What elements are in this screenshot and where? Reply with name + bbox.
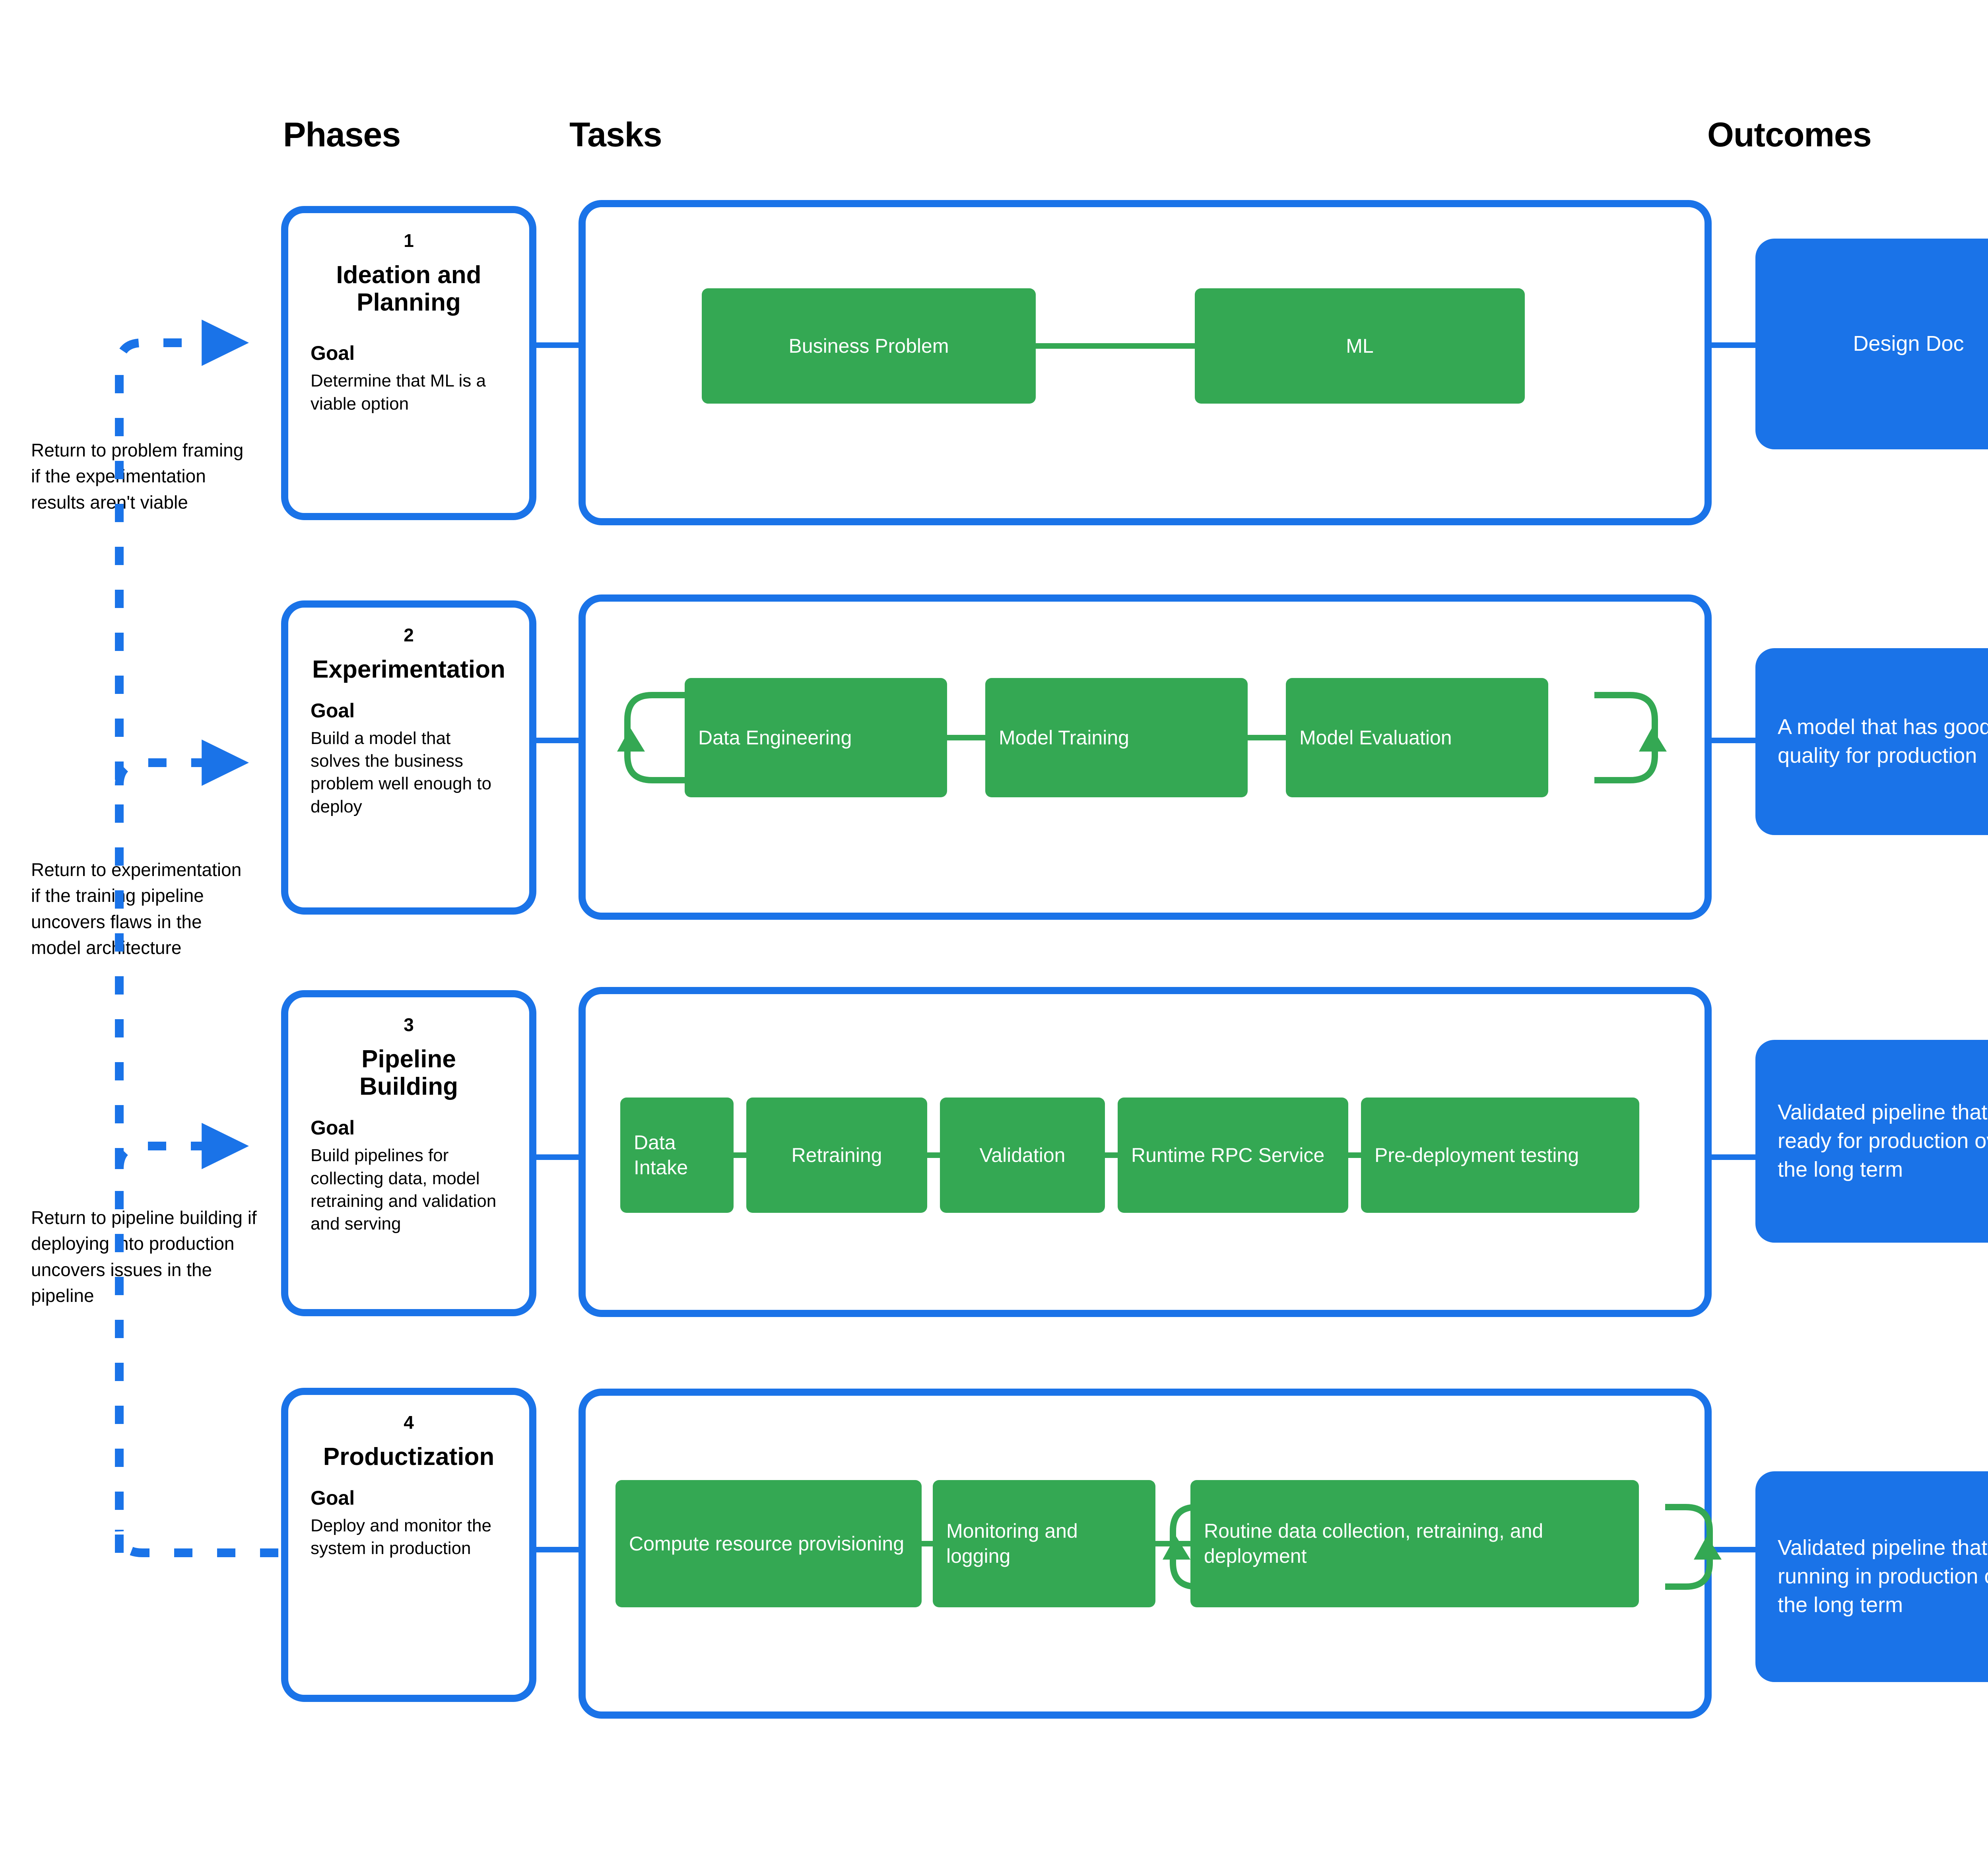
tasks-row-2: Data Engineering Model Training Model Ev…	[685, 678, 1599, 797]
goal-text-2: Build a model that solves the business p…	[311, 728, 491, 816]
goal-text-1: Determine that ML is a viable option	[311, 371, 486, 414]
tasks-row-4: Compute resource provisioning Monitoring…	[615, 1480, 1685, 1607]
return-note-problem-framing: Return to problem framing if the experim…	[31, 440, 244, 513]
task-chip-model-training[interactable]: Model Training	[985, 678, 1248, 797]
goal-text-4: Deploy and monitor the system in product…	[311, 1516, 491, 1558]
task-chip-data-intake[interactable]: Data Intake	[620, 1098, 734, 1213]
feedback-arrow-to-phase3	[115, 1123, 249, 1169]
task-chip-pre-deployment-testing[interactable]: Pre-deployment testing	[1361, 1098, 1639, 1213]
outcome-box-3[interactable]: Validated pipeline that's ready for prod…	[1755, 1040, 1988, 1243]
phase-title-3: Pipeline Building	[359, 1045, 458, 1101]
task-chip-ml[interactable]: ML	[1195, 288, 1525, 404]
return-note-pipeline-building: Return to pipeline building if deploying…	[31, 1207, 257, 1306]
phase-title-2: Experimentation	[312, 655, 505, 683]
outcome-box-1[interactable]: Design Doc	[1755, 239, 1988, 449]
return-note-experimentation: Return to experimentation if the trainin…	[31, 859, 242, 958]
task-chip-compute-resource-provisioning[interactable]: Compute resource provisioning	[615, 1480, 922, 1607]
phase-card-2[interactable]: 2 Experimentation Goal Build a model tha…	[281, 600, 536, 915]
connector-tasks2-outcome	[1712, 738, 1755, 743]
phase-number-4: 4	[404, 1412, 414, 1433]
tasks-row-1: Business Problem ML	[702, 288, 1545, 404]
connector-phase1-tasks	[536, 342, 580, 348]
phase-card-4[interactable]: 4 Productization Goal Deploy and monitor…	[281, 1388, 536, 1702]
column-header-tasks: Tasks	[569, 116, 662, 154]
task-chip-runtime-rpc-service[interactable]: Runtime RPC Service	[1118, 1098, 1348, 1213]
task-chip-business-problem[interactable]: Business Problem	[702, 288, 1036, 404]
goal-text-3: Build pipelines for collecting data, mod…	[311, 1146, 497, 1234]
phase-title-4: Productization	[323, 1443, 495, 1471]
phase-number-1: 1	[404, 230, 414, 251]
phase-card-1[interactable]: 1 Ideation and Planning Goal Determine t…	[281, 206, 536, 520]
task-chip-monitoring-and-logging[interactable]: Monitoring and logging	[933, 1480, 1155, 1607]
column-header-outcomes: Outcomes	[1707, 116, 1872, 154]
phase-number-3: 3	[404, 1014, 414, 1035]
task-chip-data-engineering[interactable]: Data Engineering	[685, 678, 947, 797]
tasks-row-3: Data Intake Retraining Validation Runtim…	[620, 1098, 1702, 1213]
phase-number-2: 2	[404, 625, 414, 645]
feedback-arrow-from-phase4	[115, 1529, 278, 1557]
connector-tasks4-outcome	[1712, 1547, 1755, 1552]
goal-label-3: Goal	[311, 1117, 355, 1139]
connector-tasks1-outcome	[1712, 342, 1755, 348]
task-chip-routine-data-collection[interactable]: Routine data collection, retraining, and…	[1190, 1480, 1639, 1607]
task-chip-model-evaluation[interactable]: Model Evaluation	[1286, 678, 1548, 797]
goal-label-2: Goal	[311, 699, 355, 722]
connector-phase4-tasks	[536, 1547, 580, 1552]
goal-label-1: Goal	[311, 342, 355, 365]
column-header-phases: Phases	[283, 116, 401, 154]
goal-label-4: Goal	[311, 1487, 355, 1509]
phase-card-3[interactable]: 3 Pipeline Building Goal Build pipelines…	[281, 990, 536, 1316]
feedback-arrow-to-phase2	[115, 739, 249, 786]
task-chip-retraining[interactable]: Retraining	[746, 1098, 927, 1213]
phase-title-1: Ideation and Planning	[336, 261, 481, 317]
outcome-box-2[interactable]: A model that has good quality for produc…	[1755, 648, 1988, 835]
connector-phase2-tasks	[536, 738, 580, 743]
connector-tasks3-outcome	[1712, 1154, 1755, 1160]
outcome-box-4[interactable]: Validated pipeline that's running in pro…	[1755, 1471, 1988, 1682]
connector-phase3-tasks	[536, 1154, 580, 1160]
task-chip-validation[interactable]: Validation	[940, 1098, 1105, 1213]
